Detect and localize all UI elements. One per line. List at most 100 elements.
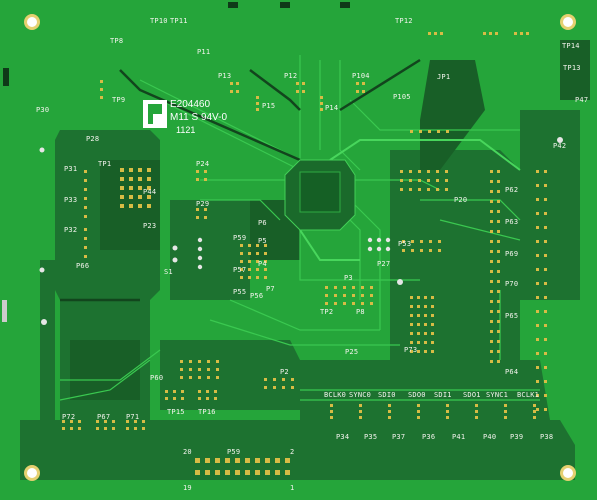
label-p59-header: P59 [227,448,241,456]
pad [475,416,478,419]
pad [490,320,493,323]
pad [409,179,412,182]
pad [497,170,500,173]
pad [490,210,493,213]
pad [78,420,81,423]
label-p30: P30 [36,106,50,114]
pad [428,32,431,35]
pad [196,216,199,219]
pad [352,294,355,297]
pad [84,206,87,209]
label-p3: P3 [344,274,353,282]
label-p53: P53 [398,240,412,248]
pad [431,332,434,335]
pad [536,282,539,285]
pad [285,470,290,475]
traces [59,55,540,401]
pad [334,294,337,297]
label-p32: P32 [64,226,78,234]
date-code: 1121 [176,125,196,135]
pad [536,324,539,327]
pad [536,184,539,187]
pad [490,220,493,223]
pad [361,302,364,305]
pad [544,310,547,313]
label-tp12: TP12 [395,17,413,25]
pad [497,260,500,263]
pad [129,168,133,172]
pad [215,470,220,475]
pad [112,420,115,423]
pad [195,458,200,463]
pad [418,179,421,182]
pad [256,268,259,271]
pad [245,458,250,463]
pad [388,404,391,407]
label-p12: P12 [284,72,298,80]
pad [497,250,500,253]
label-p62: P62 [505,186,519,194]
pad [352,286,355,289]
pad [420,249,423,252]
pad [180,368,183,371]
pad [409,188,412,191]
pad [334,302,337,305]
label-p72: P72 [62,413,76,421]
pad [205,470,210,475]
pad [424,332,427,335]
pad [214,397,217,400]
pad [533,404,536,407]
mounting-hole-bottom-right [560,465,576,481]
pad [256,102,259,105]
pad [361,286,364,289]
pad [215,458,220,463]
pad [273,386,276,389]
central-chip [284,159,356,231]
pad [173,390,176,393]
via [197,237,203,243]
label-p2: P2 [280,368,289,376]
pad [78,427,81,430]
label-p55: P55 [233,288,247,296]
pad [104,420,107,423]
pad [497,280,500,283]
pad [120,186,124,190]
pad [214,390,217,393]
pad [204,170,207,173]
pad [445,170,448,173]
label-bclk0: BCLK0 [324,391,347,399]
pad [533,416,536,419]
pad [255,458,260,463]
pad [138,177,142,181]
pad [320,108,323,111]
pad [330,416,333,419]
pad [196,170,199,173]
label-p31: P31 [64,165,78,173]
pad [446,410,449,413]
pad [417,296,420,299]
pad [424,296,427,299]
pad [352,302,355,305]
pad [400,179,403,182]
label-p73: P73 [404,346,418,354]
pad [147,177,151,181]
pad [84,228,87,231]
pad [129,195,133,199]
label-p7: P7 [266,285,275,293]
pad [206,390,209,393]
via [172,245,178,251]
pad [120,168,124,172]
label-p5: P5 [258,237,267,245]
via [557,137,563,143]
pad [504,410,507,413]
pad [265,470,270,475]
label-p27: P27 [377,260,391,268]
pad [431,323,434,326]
pad [248,260,251,263]
label-p67: P67 [97,413,111,421]
label-tp8: TP8 [110,37,124,45]
pad [429,240,432,243]
label-p4: P4 [258,260,267,268]
mounting-hole-bottom-left [24,465,40,481]
